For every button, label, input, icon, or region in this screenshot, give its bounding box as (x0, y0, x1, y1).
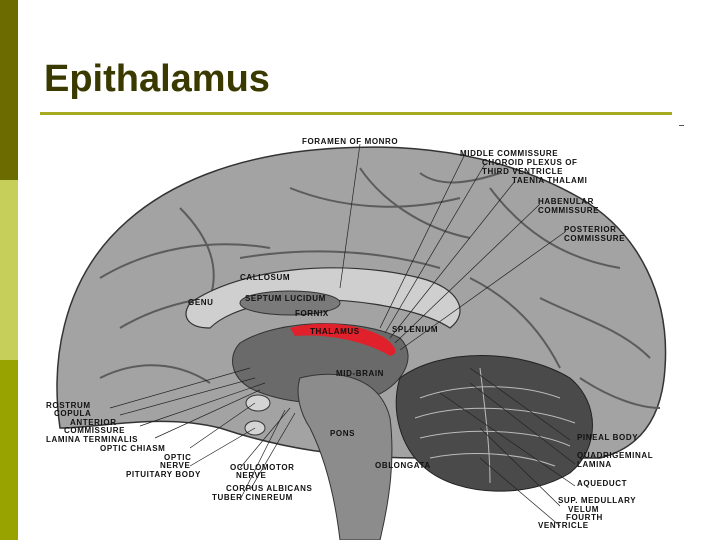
label-callosum: CALLOSUM (240, 273, 290, 282)
sidebar-stripe-top (0, 0, 18, 180)
optic-chiasm-shape (245, 394, 271, 412)
brainstem (297, 373, 393, 541)
leader-lines (109, 143, 576, 527)
label-sup-medullary: SUP. MEDULLARY (558, 496, 636, 505)
label-commissure: COMMISSURE (64, 426, 125, 435)
brain-sagittal-illustration: FORAMEN OF MONRO MIDDLE COMMISSURE CHORO… (40, 128, 680, 541)
label-tuber: TUBER CINEREUM (212, 493, 293, 502)
label-ventricle: VENTRICLE (538, 521, 589, 530)
label-pineal: PINEAL BODY (577, 433, 638, 442)
label-middle-commissure: MIDDLE COMMISSURE (460, 149, 558, 158)
brain-diagram-svg: FORAMEN OF MONRO MIDDLE COMMISSURE CHORO… (46, 137, 667, 541)
label-optic: OPTIC (164, 453, 191, 462)
label-midbrain: MID-BRAIN (336, 369, 384, 378)
label-oculomotor-nerve: NERVE (236, 471, 266, 480)
label-posterior-1: POSTERIOR (564, 225, 617, 234)
label-corpus: CORPUS ALBICANS (226, 484, 313, 493)
label-pituitary: PITUITARY BODY (126, 470, 201, 479)
label-choroid-2: THIRD VENTRICLE (482, 167, 563, 176)
epithalamus-highlight (290, 323, 396, 356)
label-oculomotor: OCULOMOTOR (230, 463, 295, 472)
label-thalamus: THALAMUS (310, 327, 360, 336)
label-foramen: FORAMEN OF MONRO (302, 137, 398, 146)
label-nerve: NERVE (160, 461, 190, 470)
label-oblongata: OBLONGATA (375, 461, 431, 470)
label-septum: SEPTUM LUCIDUM (245, 294, 326, 303)
label-genu: GENU (188, 298, 214, 307)
label-quad-lamina: LAMINA (577, 460, 612, 469)
label-habenular-1: HABENULAR (538, 197, 594, 206)
slide-title: Epithalamus (44, 58, 270, 100)
label-quadrigeminal: QUADRIGEMINAL (577, 451, 653, 460)
sidebar-stripe-middle (0, 180, 18, 360)
label-velum: VELUM (568, 505, 599, 514)
label-fornix: FORNIX (295, 309, 329, 318)
label-fourth: FOURTH (566, 513, 603, 522)
label-choroid-1: CHOROID PLEXUS OF (482, 158, 578, 167)
label-habenular-2: COMMISSURE (538, 206, 599, 215)
corner-tick (679, 125, 684, 126)
septum-lucidum (239, 290, 341, 316)
title-underline (40, 112, 672, 115)
label-lamina: LAMINA TERMINALIS (46, 435, 138, 444)
label-rostrum: ROSTRUM (46, 401, 91, 410)
label-copula: COPULA (54, 409, 91, 418)
label-optic-chiasm: OPTIC CHIASM (100, 444, 165, 453)
sidebar-stripe-bottom (0, 360, 18, 540)
label-aqueduct: AQUEDUCT (577, 479, 627, 488)
label-splenium: SPLENIUM (392, 325, 438, 334)
label-anterior: ANTERIOR (70, 418, 117, 427)
label-taenia: TAENIA THALAMI (512, 176, 588, 185)
cerebellum-folia (414, 367, 576, 484)
label-pons: PONS (330, 429, 355, 438)
label-posterior-2: COMMISSURE (564, 234, 625, 243)
cerebellum (395, 355, 593, 492)
